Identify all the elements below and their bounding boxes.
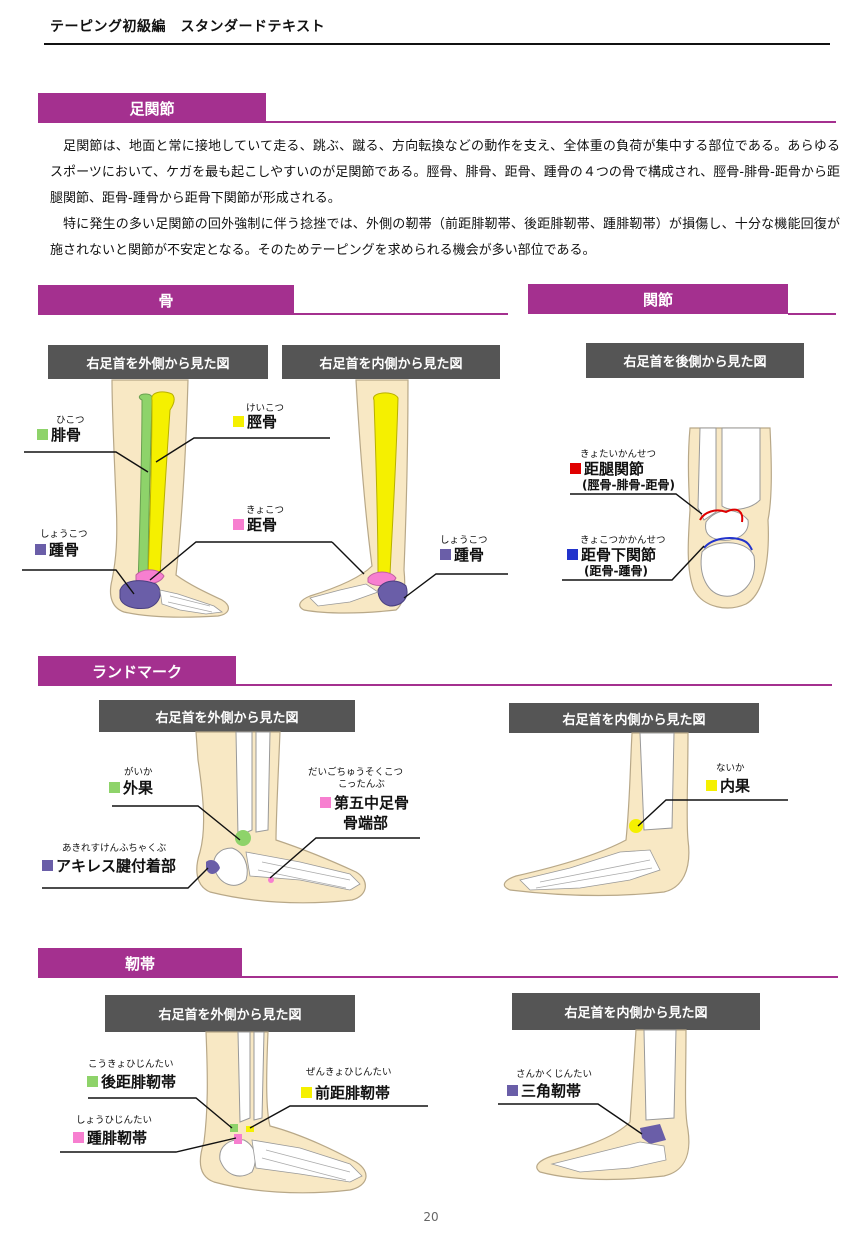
legend-square-green [87,1076,98,1087]
ruby-lateral-malleolus: がいか [124,767,153,778]
section-heading-ankle: 足関節 [38,93,266,123]
running-title: テーピング初級編 スタンダードテキスト [50,19,326,35]
section-heading-bones: 骨 [38,285,294,315]
ruby-achilles-insertion: あきれすけんふちゃくぶ [62,843,167,854]
label-subtalar-joint: 距骨下関節 [567,544,656,565]
section-rule [266,121,836,123]
legend-square-green [37,429,48,440]
paragraph-2: 特に発生の多い足関節の回外強制に伴う捻挫では、外側の靭帯（前距腓靭帯、後距腓靭帯… [50,217,840,258]
ruby-fifth-metatarsal-base: こったんぶ [338,779,385,790]
legend-square-pink [73,1132,84,1143]
header-rule [44,43,830,45]
label-calcaneus: 踵骨 [440,544,484,565]
figure-landmarks-outer [195,731,366,904]
ruby-talocrural-joint: きょたいかんせつ [580,449,657,460]
ruby-deltoid: さんかくじんたい [516,1069,593,1080]
legend-square-pink [233,519,244,530]
label-deltoid-ligament: 三角靭帯 [507,1080,581,1101]
label-calcaneus: 踵骨 [35,539,79,560]
legend-square-purple [42,860,53,871]
ruby-medial-malleolus: ないか [716,763,745,774]
page-number: 20 [423,1210,439,1224]
figure-ligaments-outer [199,1031,367,1194]
ligaments-inner-leader-lines [498,1103,643,1135]
caption-landmarks-inner: 右足首を内側から見た図 [509,703,759,733]
ruby-fibula: ひこつ [56,415,85,426]
legend-square-blue [567,549,578,560]
section-heading-landmarks: ランドマーク [38,656,236,686]
section-rule [242,976,838,978]
joints-leader-lines [562,493,705,581]
bones-leader-lines [22,437,508,599]
landmarks-outer-leader-lines [42,805,420,889]
ruby-tibia: けいこつ [246,403,285,414]
figure-landmarks-inner [503,732,690,897]
section-rule [788,313,836,315]
legend-square-green [109,782,120,793]
ruby-fifth-metatarsal: だいごちゅうそくこつ [308,767,404,778]
ruby-cfl: しょうひじんたい [76,1115,153,1126]
legend-square-yellow [233,416,244,427]
label-calcaneofibular-ligament: 踵腓靭帯 [73,1127,147,1148]
ruby-calcaneus: しょうこつ [40,529,88,540]
ligaments-outer-leader-lines [60,1097,428,1153]
label-posterior-talofibular-ligament: 後距腓靭帯 [87,1071,176,1092]
section-rule [294,313,508,315]
ruby-ptfl: こうきょひじんたい [88,1059,174,1070]
label-subtalar-joint-bones: (距骨-踵骨) [584,564,648,578]
body-text: 足関節は、地面と常に接地していて走る、跳ぶ、蹴る、方向転換などの動作を支え、全体… [50,134,840,264]
figure-bones-inner [299,379,409,614]
figure-ligaments-inner [536,1029,690,1181]
label-fifth-metatarsal-base: 骨端部 [343,814,389,832]
legend-square-yellow [301,1087,312,1098]
figure-joints-back [687,427,772,609]
label-fibula: 腓骨 [37,424,81,445]
legend-square-yellow [706,780,717,791]
caption-joints-back: 右足首を後側から見た図 [586,343,804,378]
legend-square-purple [440,549,451,560]
ruby-atfl: ぜんきょひじんたい [306,1067,392,1078]
figure-bones-outer [109,379,229,618]
label-achilles-insertion: アキレス腱付着部 [42,855,176,876]
label-tibia: 脛骨 [233,411,277,432]
landmarks-inner-leader-lines [637,799,788,827]
paragraph-1: 足関節は、地面と常に接地していて走る、跳ぶ、蹴る、方向転換などの動作を支え、全体… [50,139,840,206]
legend-square-purple [507,1085,518,1096]
legend-square-purple [35,544,46,555]
caption-bones-inner: 右足首を内側から見た図 [282,345,500,379]
ruby-talus: きょこつ [246,505,285,516]
caption-landmarks-outer: 右足首を外側から見た図 [99,700,355,732]
ruby-subtalar-joint: きょこつかかんせつ [580,535,666,546]
label-talocrural-joint-bones: (脛骨-腓骨-距骨) [582,478,675,492]
caption-ligaments-inner: 右足首を内側から見た図 [512,993,760,1030]
label-anterior-talofibular-ligament: 前距腓靭帯 [301,1082,390,1103]
ruby-calcaneus: しょうこつ [440,535,488,546]
section-heading-joints: 関節 [528,284,788,314]
caption-ligaments-outer: 右足首を外側から見た図 [105,995,355,1032]
label-medial-malleolus: 内果 [706,775,750,796]
legend-square-pink [320,797,331,808]
label-talocrural-joint: 距腿関節 [570,458,644,479]
label-lateral-malleolus: 外果 [109,777,153,798]
section-heading-ligaments: 靭帯 [38,948,242,978]
section-rule [236,684,832,686]
caption-bones-outer: 右足首を外側から見た図 [48,345,268,379]
label-talus: 距骨 [233,514,277,535]
legend-square-red [570,463,581,474]
label-fifth-metatarsal: 第五中足骨 [320,792,409,813]
